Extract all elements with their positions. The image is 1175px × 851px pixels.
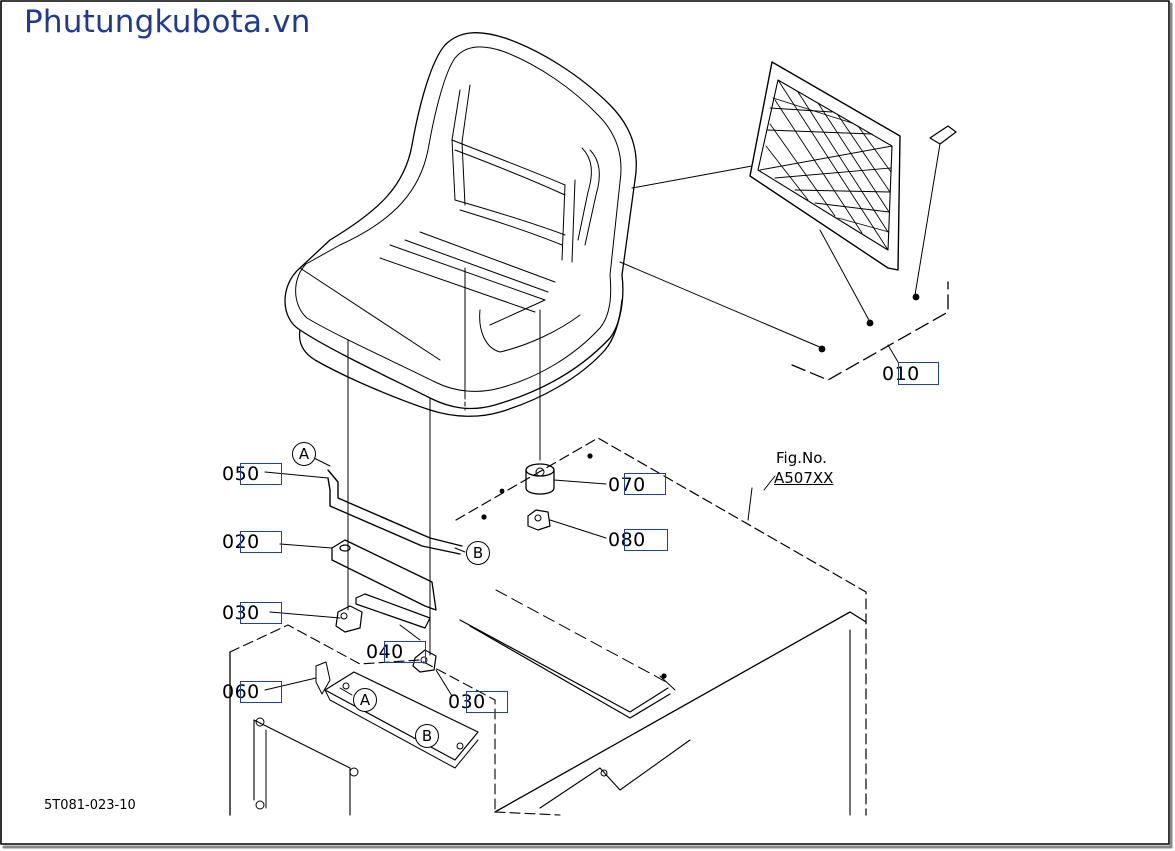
seat-drawing	[284, 32, 637, 656]
drawing-code: 5T081-023-10	[44, 798, 136, 813]
part-label-080: 080	[608, 529, 646, 551]
marker-b-right: B	[466, 541, 490, 565]
part-hotspot-080[interactable]	[624, 529, 668, 551]
part-hotspot-060[interactable]	[240, 681, 282, 703]
part-hotspot-030[interactable]	[240, 602, 282, 624]
part-hotspot-020[interactable]	[240, 531, 282, 553]
marker-a-top: A	[292, 442, 316, 466]
part-hotspot-050[interactable]	[240, 463, 282, 485]
part-hotspot-010[interactable]	[898, 362, 939, 385]
marker-b-bottom: B	[415, 724, 439, 748]
body-drawing	[229, 437, 867, 816]
part-label-070: 070	[608, 474, 646, 496]
site-title[interactable]: Phutungkubota.vn	[24, 4, 311, 40]
part-hotspot-030-lower[interactable]	[466, 691, 508, 713]
mesh-panel-drawing	[749, 61, 957, 323]
part-hotspot-040[interactable]	[384, 641, 426, 663]
seat-stay-drawing	[264, 469, 463, 697]
part-hotspot-070[interactable]	[624, 473, 666, 495]
fig-no-value: A507XX	[774, 469, 834, 487]
part-label-010: 010	[882, 363, 920, 385]
marker-a-bottom: A	[353, 688, 377, 712]
fig-no-label: Fig.No.	[776, 449, 827, 467]
